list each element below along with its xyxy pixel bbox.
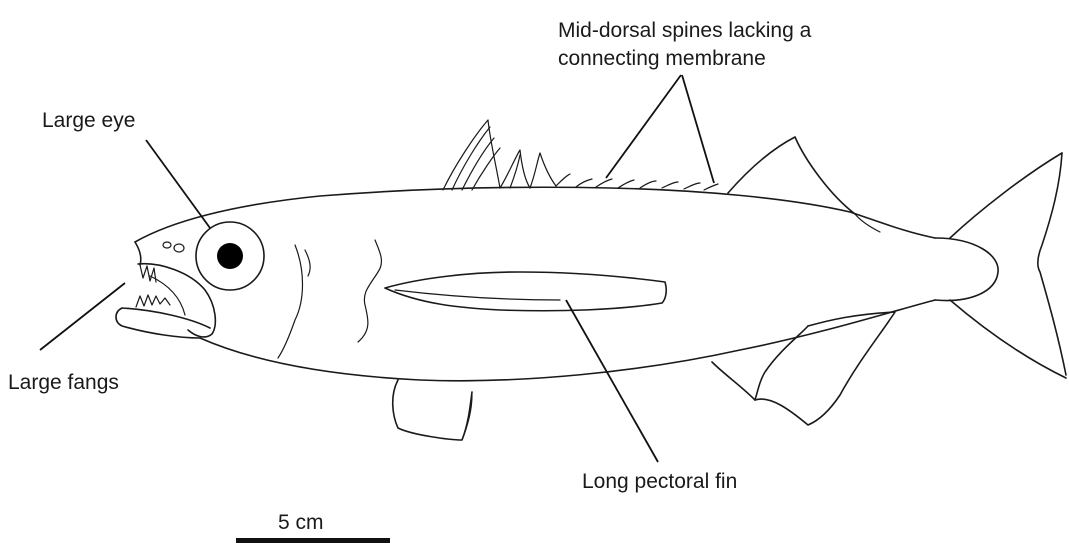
caudal-fin (950, 153, 1066, 378)
anal-fin (712, 312, 895, 425)
fish-head (116, 240, 381, 358)
second-dorsal-fin (728, 137, 880, 232)
large-fangs-leader (40, 283, 125, 350)
spines-leader-left (606, 75, 681, 178)
label-dorsal-spines-line2: connecting membrane (558, 47, 766, 70)
scale-bar-label: 5 cm (278, 511, 324, 534)
fish-body (135, 187, 998, 380)
first-dorsal-fin (443, 120, 570, 190)
scale-bar-line (236, 538, 390, 543)
label-pectoral-fin: Long pectoral fin (582, 470, 737, 493)
pupil (217, 243, 243, 269)
large-eye-leader (146, 140, 210, 228)
label-large-eye: Large eye (42, 109, 135, 132)
eye (196, 222, 264, 290)
spines-leader-right (682, 75, 714, 183)
label-dorsal-spines-line1: Mid-dorsal spines lacking a (558, 19, 812, 42)
scale-bar: 5 cm (236, 511, 390, 543)
pectoral-fin-leader (566, 300, 658, 462)
label-large-fangs: Large fangs (8, 371, 119, 394)
pelvic-fin (393, 380, 472, 440)
pectoral-fin (385, 272, 666, 311)
